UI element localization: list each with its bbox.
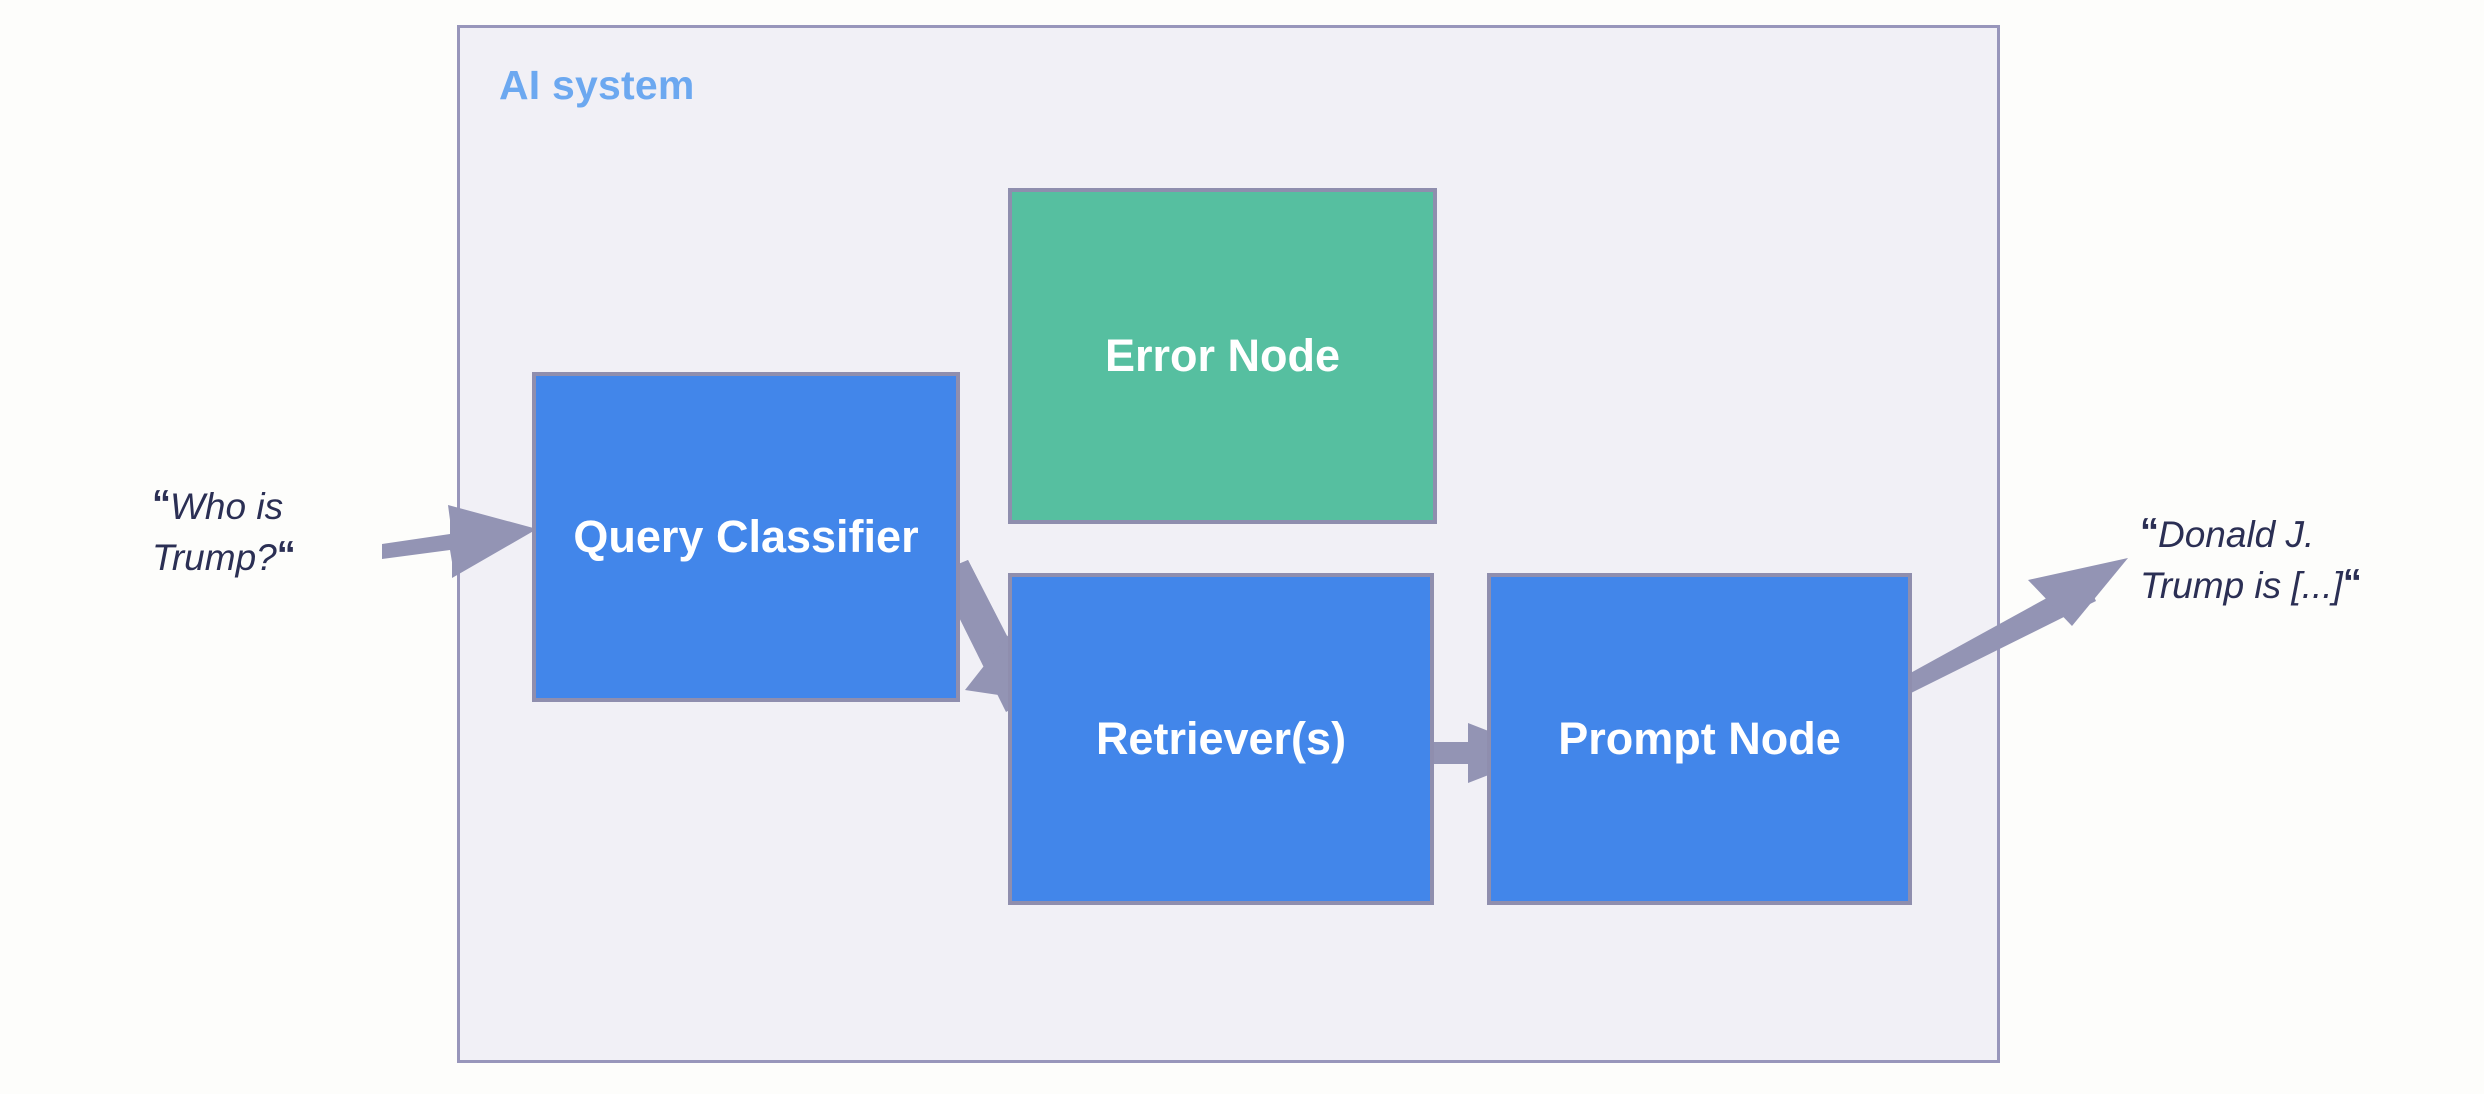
arrow-prompt-to-output (1885, 558, 2128, 706)
node-retrievers[interactable]: Retriever(s) (1008, 573, 1434, 905)
node-query-classifier-label: Query Classifier (573, 511, 919, 563)
output-close-quote-icon: “ (2342, 562, 2362, 605)
output-open-quote-icon: “ (2140, 511, 2159, 553)
output-answer-caption: “Donald J. Trump is [...]“ (2140, 508, 2430, 610)
ai-system-title: AI system (499, 62, 695, 108)
node-retrievers-label: Retriever(s) (1095, 713, 1347, 765)
input-open-quote-icon: “ (152, 483, 171, 525)
node-error[interactable]: Error Node (1008, 188, 1437, 524)
node-error-label: Error Node (1104, 330, 1341, 382)
node-query-classifier[interactable]: Query Classifier (532, 372, 960, 702)
input-close-quote-icon: “ (276, 534, 296, 577)
input-query-caption: “Who is Trump?“ (152, 480, 402, 582)
output-answer-text: Donald J. Trump is [...] (2140, 514, 2343, 607)
node-prompt-label: Prompt Node (1558, 713, 1841, 765)
arrow-input-to-query (382, 505, 537, 578)
input-query-text: Who is Trump? (152, 486, 284, 579)
node-prompt[interactable]: Prompt Node (1487, 573, 1912, 905)
